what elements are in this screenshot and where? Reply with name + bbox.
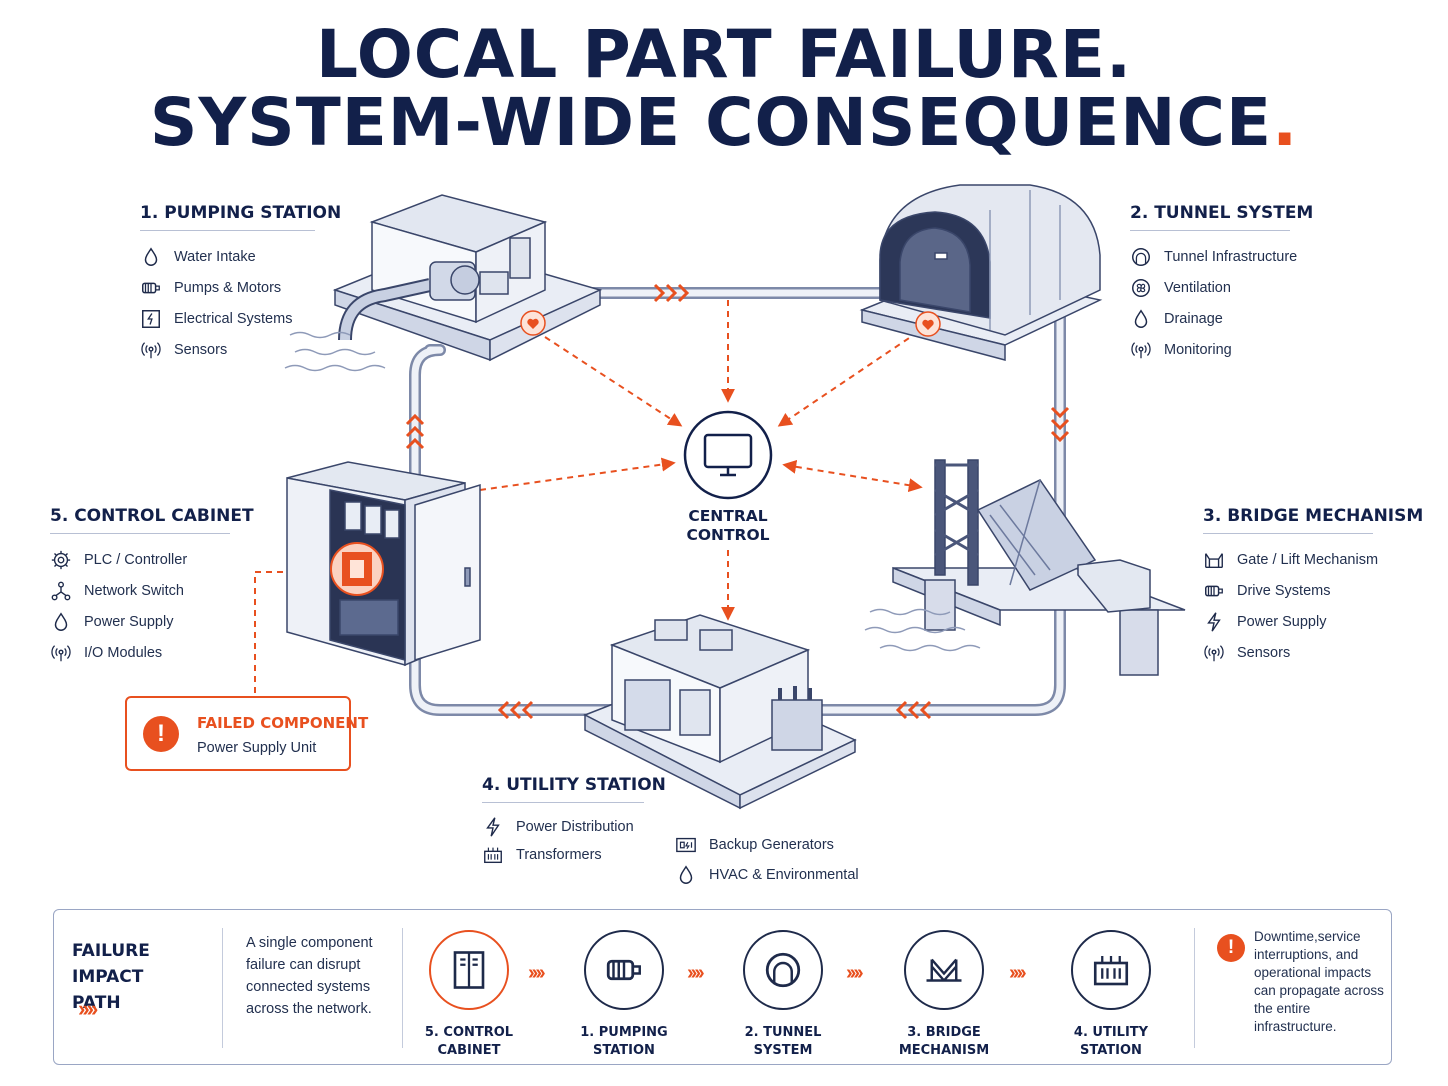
gear-icon xyxy=(50,549,72,571)
impact-arrows-icon: ›››› xyxy=(78,996,98,1021)
failed-component-title: FAILED COMPONENT xyxy=(197,714,369,732)
failed-component-highlight xyxy=(330,542,384,596)
legend-pumping-station: 1. PUMPING STATION Water Intake Pumps & … xyxy=(140,203,341,365)
transformer-icon xyxy=(482,844,504,866)
legend-item: Ventilation xyxy=(1130,272,1290,303)
legend-item: Power Distribution xyxy=(482,813,644,841)
legend-item: HVAC & Environmental xyxy=(675,860,865,890)
legend-item: Gate / Lift Mechanism xyxy=(1203,544,1378,575)
electrical-panel-icon xyxy=(140,308,162,330)
generator-icon xyxy=(675,834,697,856)
utility-station-illustration xyxy=(583,614,857,810)
legend-item: Transformers xyxy=(482,841,644,869)
chevron-right-icon: ›››› xyxy=(1009,962,1027,984)
chevron-right-icon: ›››› xyxy=(528,962,546,984)
legend-item: Sensors xyxy=(140,334,315,365)
legend-item: Drive Systems xyxy=(1203,575,1373,606)
tunnel-icon xyxy=(762,949,804,991)
legend-title: 4. UTILITY STATION xyxy=(482,775,666,803)
water-drop-icon xyxy=(675,864,697,886)
legend-bridge-mechanism: 3. BRIDGE MECHANISM Gate / Lift Mechanis… xyxy=(1203,506,1423,668)
control-cabinet-illustration xyxy=(286,461,481,667)
legend-item: Water Intake xyxy=(140,241,315,272)
sensor-signal-icon xyxy=(140,339,162,361)
consequence-text: Downtime,service interruptions, and oper… xyxy=(1254,929,1384,1034)
legend-item: Pumps & Motors xyxy=(140,272,315,303)
lightning-icon xyxy=(482,816,504,838)
water-drop-icon xyxy=(140,246,162,268)
pump-motor-icon xyxy=(1203,580,1225,602)
headline-line-1: LOCAL PART FAILURE. xyxy=(315,16,1133,93)
water-drop-icon xyxy=(50,611,72,633)
legend-item: Power Supply xyxy=(50,606,230,637)
pumping-station-illustration xyxy=(332,194,603,362)
legend-item: I/O Modules xyxy=(50,637,230,668)
legend-item: Power Supply xyxy=(1203,606,1373,637)
legend-title: 3. BRIDGE MECHANISM xyxy=(1203,506,1423,534)
fan-icon xyxy=(1130,277,1152,299)
legend-item: Network Switch xyxy=(50,575,230,606)
divider xyxy=(222,928,223,1048)
bridge-icon xyxy=(923,949,965,991)
chevron-right-icon: ›››› xyxy=(687,962,705,984)
sensor-signal-icon xyxy=(1130,339,1152,361)
transformer-icon xyxy=(1090,949,1132,991)
tunnel-icon xyxy=(1130,246,1152,268)
impact-path-title: FAILURE IMPACT PATH xyxy=(72,941,150,1013)
warning-icon: ! xyxy=(1217,934,1245,962)
headline-line-2: SYSTEM-WIDE CONSEQUENCE. xyxy=(149,84,1299,161)
legend-item: PLC / Controller xyxy=(50,544,230,575)
legend-utility-station: 4. UTILITY STATION Power Distribution Tr… xyxy=(482,775,666,869)
lightning-icon xyxy=(1203,611,1225,633)
legend-utility-station-more: Backup Generators HVAC & Environmental xyxy=(675,830,865,890)
pump-motor-icon xyxy=(603,949,645,991)
failed-component-callout: ! FAILED COMPONENT Power Supply Unit xyxy=(125,696,368,771)
tunnel-illustration xyxy=(859,184,1103,361)
flow-chevrons xyxy=(405,283,1070,720)
legend-item: Sensors xyxy=(1203,637,1373,668)
sensor-signal-icon xyxy=(50,642,72,664)
bridge-illustration xyxy=(892,459,1186,676)
chevron-right-icon: ›››› xyxy=(846,962,864,984)
pump-motor-icon xyxy=(140,277,162,299)
legend-item: Backup Generators xyxy=(675,830,865,860)
failed-component-name: Power Supply Unit xyxy=(197,740,317,756)
impact-description: A single component failure can disrupt c… xyxy=(246,935,373,1017)
exclamation-icon: ! xyxy=(143,716,179,752)
legend-title: 1. PUMPING STATION xyxy=(140,203,341,231)
legend-control-cabinet: 5. CONTROL CABINET PLC / Controller Netw… xyxy=(50,506,254,668)
network-diagram xyxy=(254,184,1186,810)
legend-title: 5. CONTROL CABINET xyxy=(50,506,254,534)
legend-item: Electrical Systems xyxy=(140,303,315,334)
legend-tunnel-system: 2. TUNNEL SYSTEM Tunnel Infrastructure V… xyxy=(1130,203,1313,365)
cabinet-icon xyxy=(448,949,490,991)
water-waves xyxy=(284,331,981,652)
divider xyxy=(402,928,403,1048)
central-control-node xyxy=(683,410,773,500)
legend-item: Drainage xyxy=(1130,303,1290,334)
network-icon xyxy=(50,580,72,602)
legend-item: Monitoring xyxy=(1130,334,1290,365)
sensor-signal-icon xyxy=(1203,642,1225,664)
water-drop-icon xyxy=(1130,308,1152,330)
gate-lift-icon xyxy=(1203,549,1225,571)
divider xyxy=(1194,928,1195,1048)
failure-impact-panel: FAILURE IMPACT PATH ›››› A single compon… xyxy=(53,909,1392,1065)
legend-title: 2. TUNNEL SYSTEM xyxy=(1130,203,1313,231)
central-control-label: CENTRAL CONTROL xyxy=(686,507,770,544)
legend-item: Tunnel Infrastructure xyxy=(1130,241,1297,272)
